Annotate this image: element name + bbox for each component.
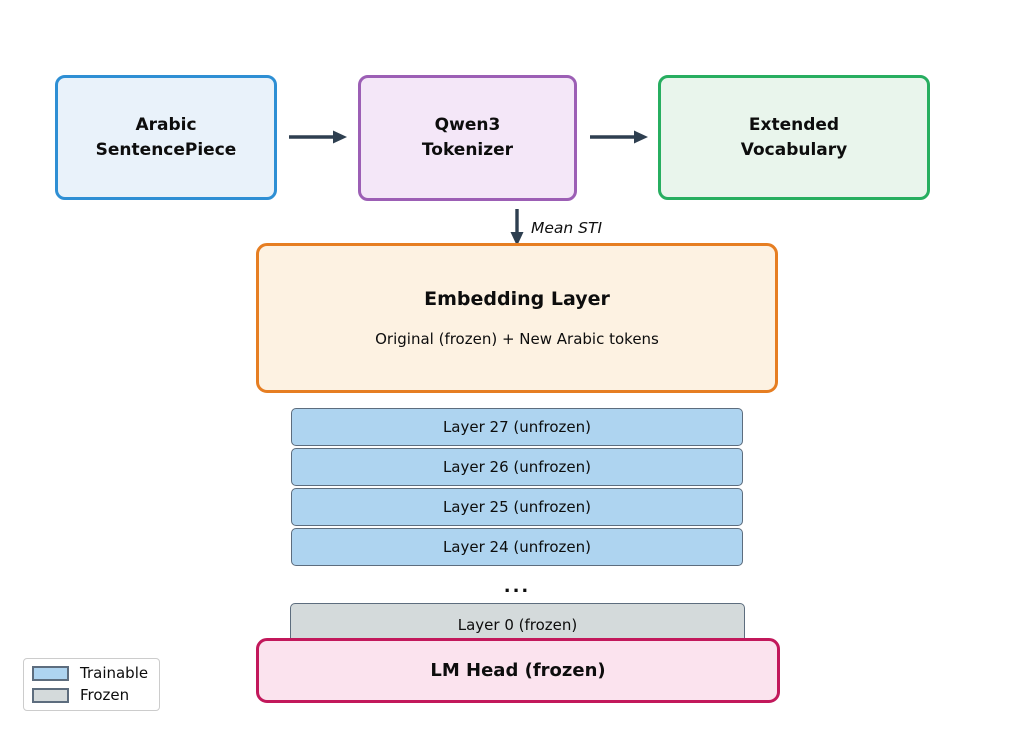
lm-head-box: LM Head (frozen) — [256, 638, 780, 703]
arrow-right-icon — [590, 130, 648, 144]
layer-row-24: Layer 24 (unfrozen) — [291, 528, 743, 566]
layer-row-27: Layer 27 (unfrozen) — [291, 408, 743, 446]
frozen-swatch-icon — [32, 688, 69, 703]
layer-row-25: Layer 25 (unfrozen) — [291, 488, 743, 526]
legend: Trainable Frozen — [23, 658, 160, 711]
arabic-sentencepiece-label: Arabic SentencePiece — [95, 114, 237, 160]
embedding-layer-subtitle: Original (frozen) + New Arabic tokens — [375, 330, 659, 348]
embedding-layer-box: Embedding Layer Original (frozen) + New … — [256, 243, 778, 393]
extended-vocabulary-label: Extended Vocabulary — [740, 114, 848, 160]
qwen3-tokenizer-box: Qwen3 Tokenizer — [358, 75, 577, 201]
arabic-sentencepiece-box: Arabic SentencePiece — [55, 75, 277, 200]
stack-ellipsis: ... — [503, 575, 531, 597]
legend-item-frozen: Frozen — [32, 688, 151, 703]
qwen3-tokenizer-label: Qwen3 Tokenizer — [421, 115, 514, 160]
extended-vocabulary-box: Extended Vocabulary — [658, 75, 930, 200]
mean-sti-arrow-label: Mean STI — [531, 219, 603, 237]
layer-row-26: Layer 26 (unfrozen) — [291, 448, 743, 486]
embedding-layer-title: Embedding Layer — [424, 288, 610, 310]
arrow-right-icon — [289, 130, 347, 144]
legend-item-trainable: Trainable — [32, 666, 151, 681]
legend-label-trainable: Trainable — [80, 664, 149, 682]
arrow-down-icon — [510, 209, 524, 246]
legend-label-frozen: Frozen — [80, 686, 130, 704]
trainable-swatch-icon — [32, 666, 69, 681]
